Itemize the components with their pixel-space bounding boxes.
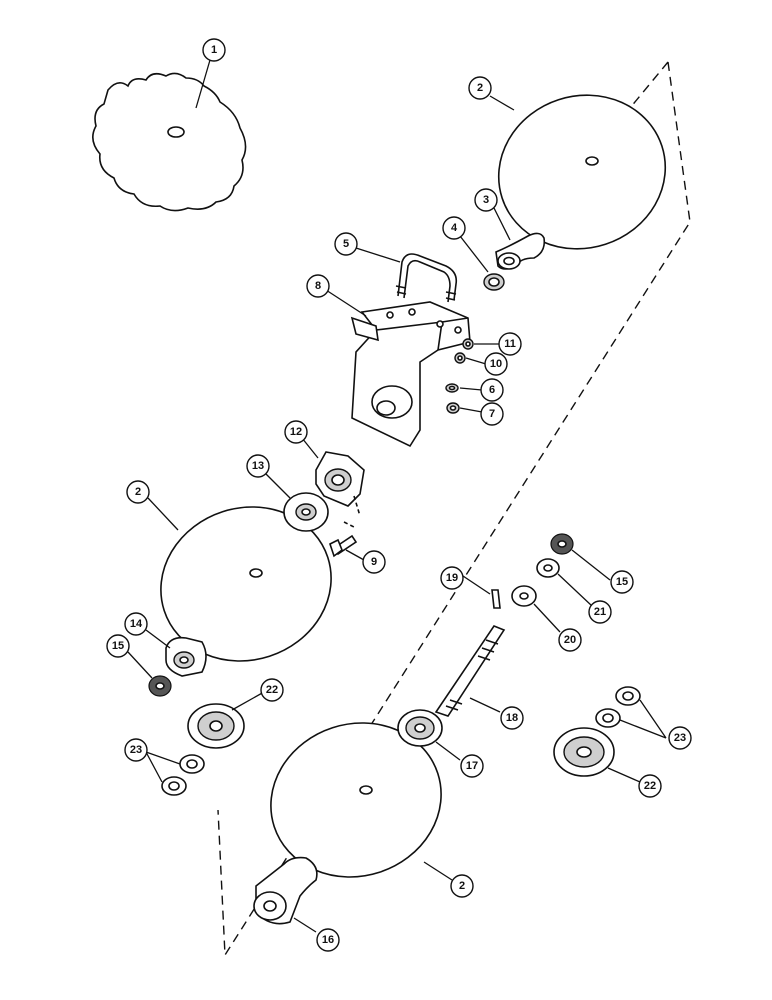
- svg-text:2: 2: [135, 486, 141, 498]
- callout-8: 8: [306, 274, 330, 298]
- svg-text:1: 1: [211, 44, 217, 56]
- callout-10: 10: [484, 352, 508, 376]
- svg-text:21: 21: [594, 606, 606, 618]
- callout-4: 4: [442, 216, 466, 240]
- callout-5: 5: [334, 232, 358, 256]
- part-spacer-14: [165, 636, 207, 677]
- part-mounting-bracket: [350, 301, 471, 448]
- svg-text:16: 16: [322, 934, 334, 946]
- part-washers-right: [595, 686, 641, 728]
- svg-text:5: 5: [343, 238, 349, 250]
- part-bushing: [483, 273, 505, 291]
- svg-text:2: 2: [459, 880, 465, 892]
- svg-text:7: 7: [489, 408, 495, 420]
- callout-21: 21: [588, 600, 612, 624]
- part-bolt: [329, 534, 358, 558]
- part-cup-washer: [283, 492, 329, 532]
- part-spool-spacer-top: [495, 232, 546, 270]
- svg-text:6: 6: [489, 384, 495, 396]
- callout-20: 20: [558, 628, 582, 652]
- callout-23-left: 23: [124, 738, 148, 762]
- callout-23-right: 23: [668, 726, 692, 750]
- svg-text:12: 12: [290, 426, 302, 438]
- callout-2-upper: 2: [468, 76, 492, 100]
- part-castle-nut-left: [148, 675, 172, 697]
- callout-11: 11: [498, 332, 522, 356]
- part-u-bolt: [395, 253, 458, 303]
- callout-16: 16: [316, 928, 340, 952]
- svg-text:18: 18: [506, 712, 518, 724]
- callout-13: 13: [246, 454, 270, 478]
- part-notched-disc: [92, 72, 247, 212]
- svg-text:20: 20: [564, 634, 576, 646]
- svg-text:9: 9: [371, 556, 377, 568]
- callout-19: 19: [440, 566, 464, 590]
- part-washer-20: [511, 585, 537, 607]
- svg-text:22: 22: [644, 780, 656, 792]
- part-cup-17: [397, 709, 443, 747]
- part-nut-7: [446, 402, 460, 414]
- callout-22-right: 22: [638, 774, 662, 798]
- callout-2-middle: 2: [126, 480, 150, 504]
- part-washer-6: [445, 383, 459, 393]
- svg-text:22: 22: [266, 684, 278, 696]
- callout-18: 18: [500, 706, 524, 730]
- part-castle-nut-right: [550, 533, 574, 555]
- part-plain-disc-upper: [497, 94, 667, 250]
- callout-1: 1: [202, 38, 226, 62]
- svg-text:2: 2: [477, 82, 483, 94]
- part-washers-left: [161, 754, 205, 796]
- part-cotter-pin: [491, 589, 501, 609]
- part-large-cup-right: [553, 727, 615, 777]
- svg-text:23: 23: [674, 732, 686, 744]
- svg-text:4: 4: [451, 222, 458, 234]
- part-flange-bearing: [315, 451, 365, 529]
- callout-14: 14: [124, 612, 148, 636]
- svg-text:17: 17: [466, 760, 478, 772]
- callout-15-right: 15: [610, 570, 634, 594]
- svg-text:8: 8: [315, 280, 321, 292]
- callout-17: 17: [460, 754, 484, 778]
- part-large-cup-left: [187, 703, 245, 749]
- assembly-boundary-dashed: [217, 61, 691, 958]
- callout-6: 6: [480, 378, 504, 402]
- callout-22-left: 22: [260, 678, 284, 702]
- part-nut-11: [462, 338, 474, 350]
- callout-7: 7: [480, 402, 504, 426]
- callout-15-left: 15: [106, 634, 130, 658]
- callout-12: 12: [284, 420, 308, 444]
- callout-3: 3: [474, 188, 498, 212]
- svg-text:3: 3: [483, 194, 489, 206]
- callout-9: 9: [362, 550, 386, 574]
- callout-2-lower: 2: [450, 874, 474, 898]
- svg-text:15: 15: [616, 576, 628, 588]
- svg-text:15: 15: [112, 640, 124, 652]
- svg-text:11: 11: [504, 338, 516, 350]
- part-plain-disc-middle: [160, 506, 332, 662]
- leader-lines: [127, 59, 667, 933]
- svg-text:10: 10: [490, 358, 502, 370]
- part-axle-shaft: [434, 625, 506, 717]
- svg-text:14: 14: [130, 618, 143, 630]
- svg-text:19: 19: [446, 572, 458, 584]
- svg-text:13: 13: [252, 460, 264, 472]
- svg-text:23: 23: [130, 744, 142, 756]
- part-washer-21: [536, 558, 560, 578]
- part-washer-10: [454, 352, 466, 364]
- part-spool-spacer-bottom: [253, 856, 318, 925]
- part-plain-disc-lower: [270, 722, 442, 878]
